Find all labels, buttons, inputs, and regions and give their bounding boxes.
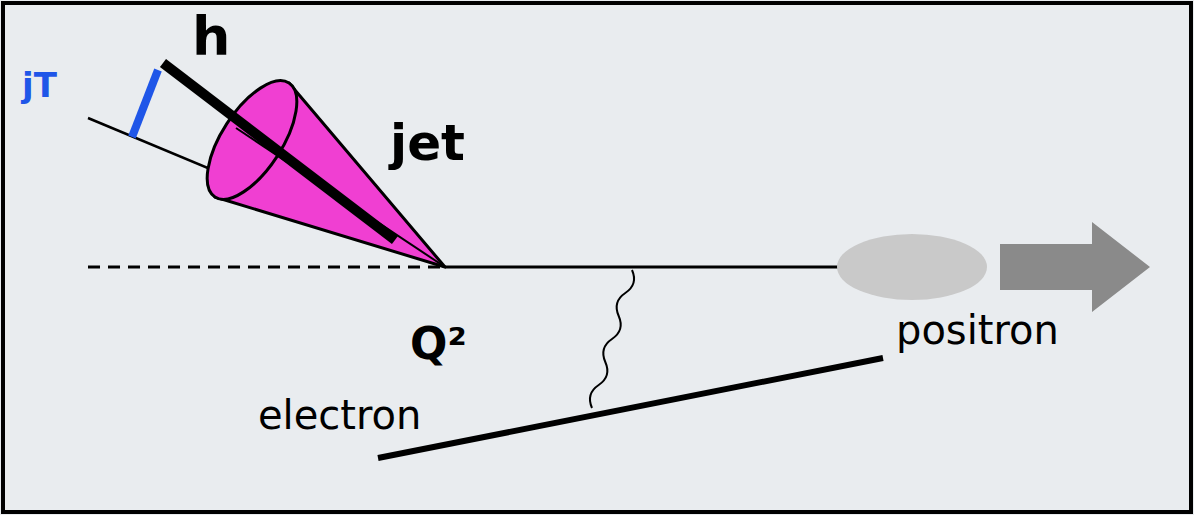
cone-mouth [190,67,314,214]
photon-line [590,270,634,408]
positron-label: positron [896,310,1059,350]
hadron-label: h [192,10,230,64]
jt-segment [132,70,158,137]
quark-line [445,266,845,269]
direction-arrow [1000,222,1150,312]
jt-label: jT [22,68,57,102]
q2-label: Q² [410,322,467,366]
lepton-line [378,358,883,458]
hadron-line [163,63,395,240]
electron-label: electron [258,395,421,435]
remnant-blob [837,234,987,300]
jet-label: jet [390,118,465,168]
frame [3,3,1191,512]
dashed-axis [88,266,445,269]
